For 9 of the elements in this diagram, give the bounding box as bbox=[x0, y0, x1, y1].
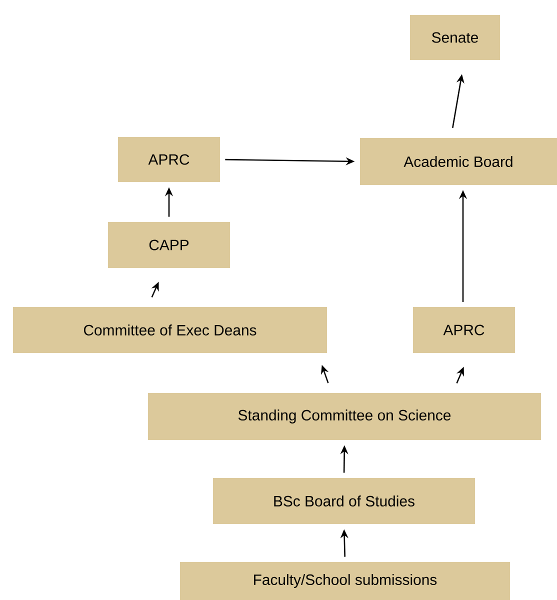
committee-box: Committee of Exec Deans bbox=[13, 307, 327, 353]
committee-box: BSc Board of Studies bbox=[213, 478, 475, 524]
committee-box: Senate bbox=[410, 15, 500, 60]
committee-box: APRC bbox=[118, 137, 220, 182]
committee-box: APRC bbox=[413, 307, 515, 353]
committee-box: Faculty/School submissions bbox=[180, 562, 510, 600]
committee-box: Academic Board bbox=[360, 138, 557, 185]
committee-box: CAPP bbox=[108, 222, 230, 268]
committee-box: Standing Committee on Science bbox=[148, 393, 541, 440]
